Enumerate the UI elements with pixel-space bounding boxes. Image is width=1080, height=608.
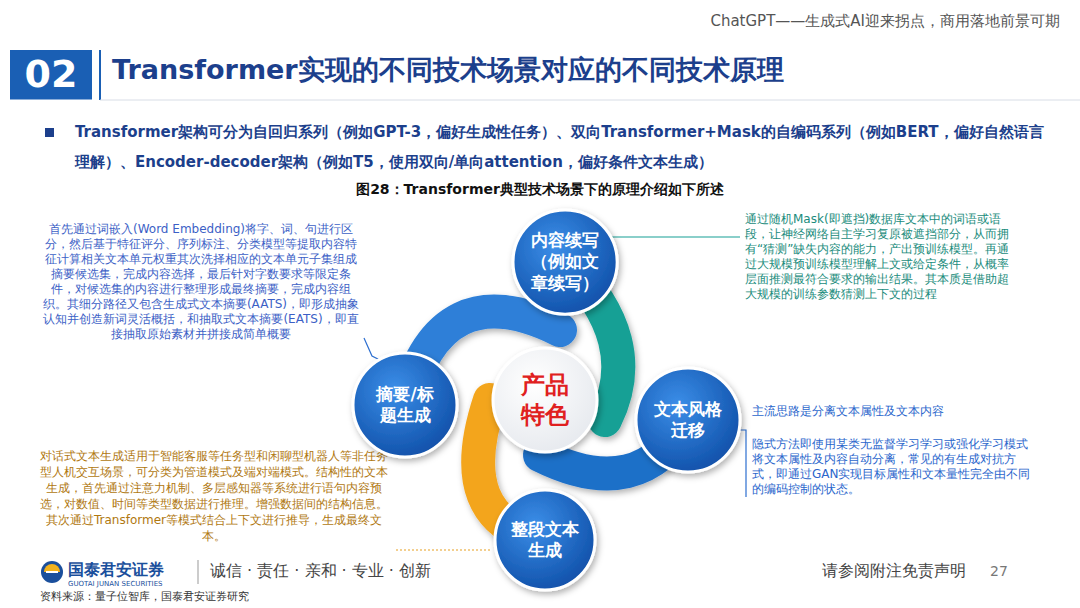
bullet-text: Transformer架构可分为自回归系列（例如GPT-3，偏好生成性任务）、双… [75,117,1050,177]
leader-line [396,549,492,550]
footer-separator [198,560,199,584]
node-label: 内容续写（例如文章续写） [529,230,601,294]
box-fill [10,50,92,100]
circle-fill [353,353,457,457]
leader-line [738,430,746,497]
logo-icon [41,561,63,583]
feature-circle: 摘要/标题生成 [353,353,457,457]
circle-fill [493,348,597,452]
disclaimer: 请参阅附注免责声明 [822,561,966,580]
figure-caption: 图28：Transformer典型技术场景下的原理介绍如下所述 [0,181,1080,199]
node-label: 02 [12,51,90,99]
circle-fill [495,490,595,590]
title-rule [100,100,1080,101]
page-number: 27 [990,563,1008,580]
description: 对话式文本生成适用于智能客服等任务型和闲聊型机器人等非任务型人机交互场景，可分类… [35,448,393,544]
leader-line [611,236,740,237]
section-number: 02 [10,50,92,100]
company-name: 国泰君安证券 [68,560,164,579]
title-bar [99,50,101,100]
node-label: 文本风格迁移 [652,399,724,442]
circle-shape [493,348,597,452]
circle-fill [636,368,740,472]
center-circle: 产品特色 [493,348,597,452]
source-note: 资料来源：量子位智库，国泰君安证券研究 [40,590,249,603]
header-text: ChatGPT——生成式AI迎来拐点，商用落地前景可期 [620,12,1060,30]
bullet-square [45,128,54,137]
description: 隐式方法即使用某类无监督学习学习或强化学习模式将文本属性及内容自动分离，常见的有… [752,437,1037,497]
feature-circle: 整段文本生成 [495,490,595,590]
feature-circle: 内容续写（例如文章续写） [513,210,617,314]
circle-fill [513,210,617,314]
description: 首先通过词嵌入(Word Embedding)将字、词、句进行区分，然后基于特征… [40,222,362,342]
slogan: 诚信 · 责任 · 亲和 · 专业 · 创新 [210,561,431,580]
node-label: 摘要/标题生成 [369,384,441,427]
description: 通过随机Mask(即遮挡)数据库文本中的词语或语段，让神经网络自主学习复原被遮挡… [745,212,1013,302]
company-name-en: GUOTAI JUNAN SECURITIES [68,580,163,588]
description: 主流思路是分离文本属性及文本内容 [752,404,1037,419]
slide-title: Transformer实现的不同技术场景对应的不同技术原理 [112,52,784,88]
node-label: 整段文本生成 [509,519,581,562]
feature-circle: 文本风格迁移 [636,368,740,472]
node-label: 产品特色 [518,370,572,430]
